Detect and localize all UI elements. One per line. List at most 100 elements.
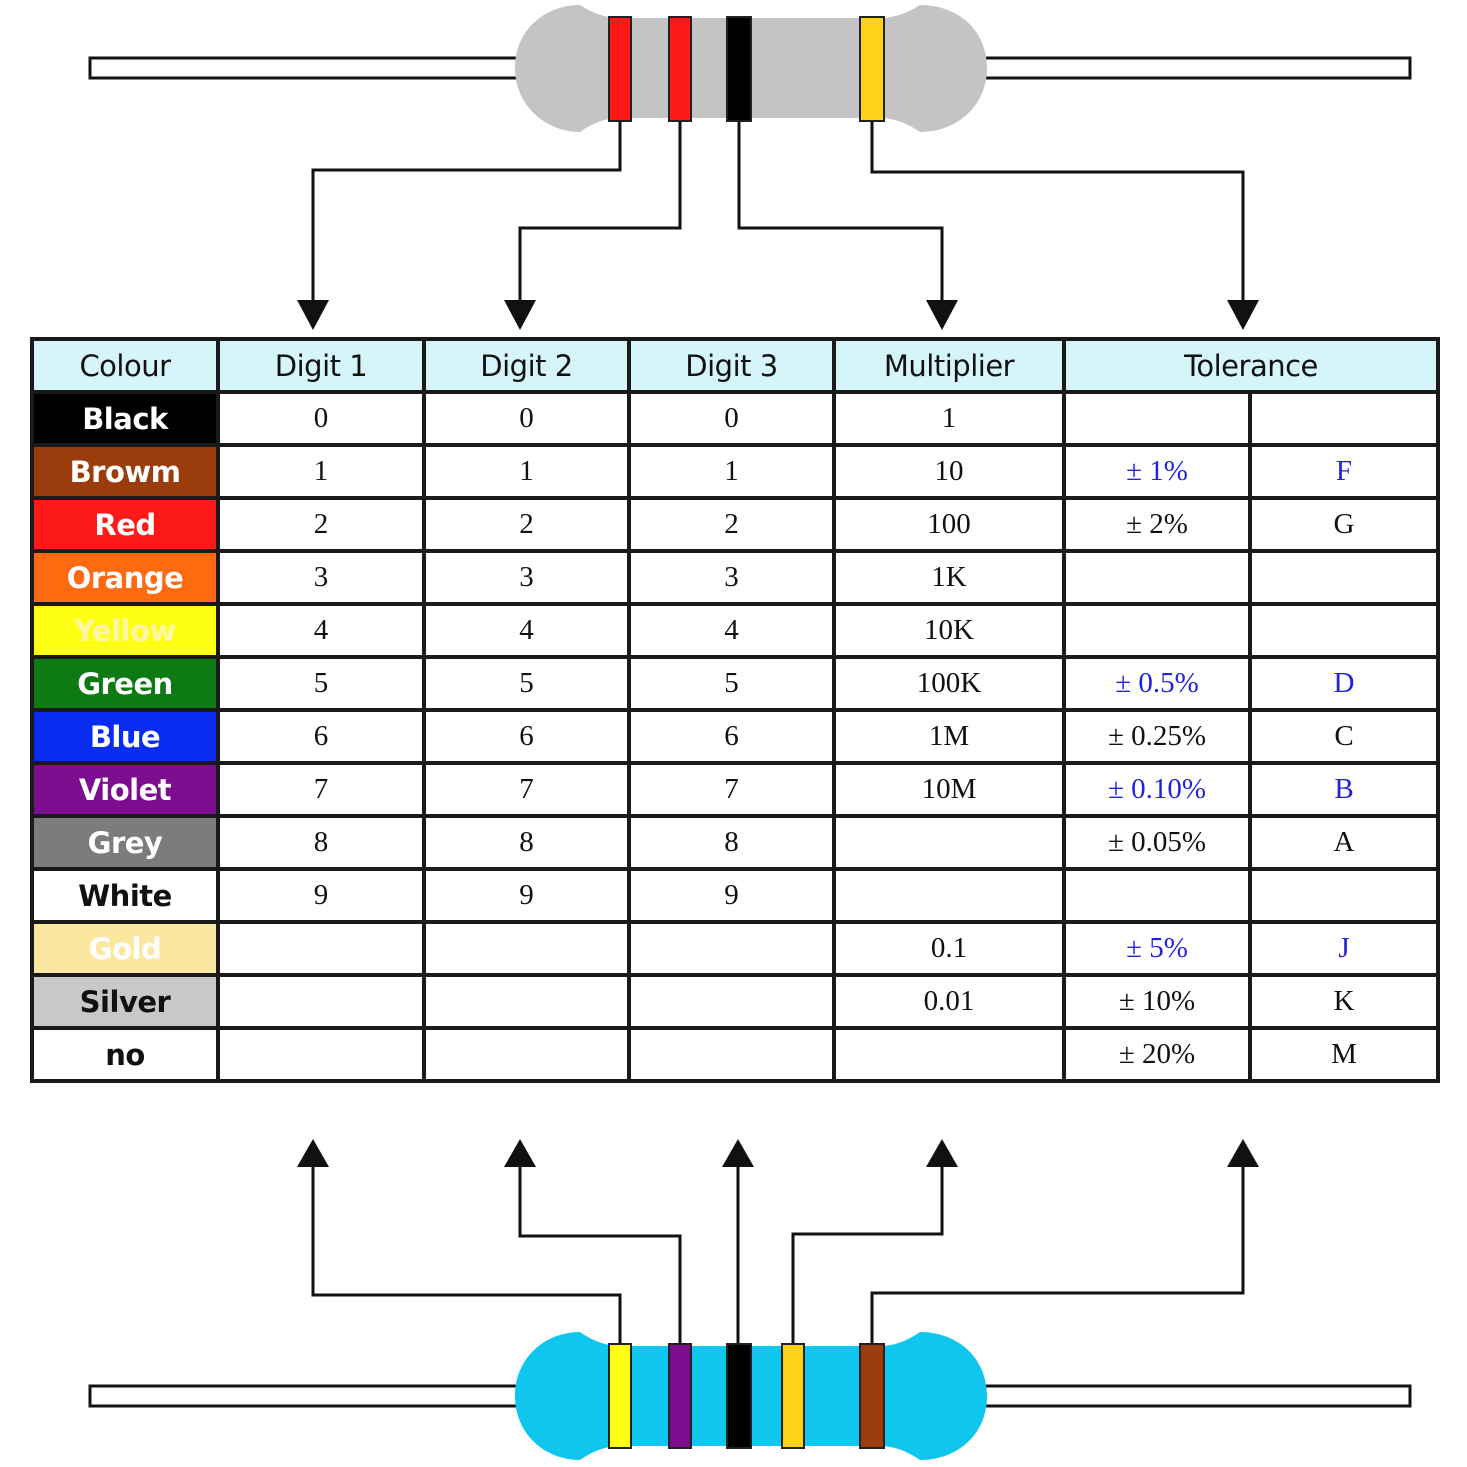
arrowhead-up	[926, 1139, 958, 1167]
tolerance-cell	[1062, 867, 1252, 924]
arrow-to-multiplier	[737, 122, 944, 304]
color-band	[781, 1343, 805, 1449]
colour-cell: White	[30, 867, 220, 924]
digit1-cell	[216, 973, 426, 1030]
arrow-to-digit2	[518, 1162, 682, 1345]
digit2-cell: 7	[422, 761, 631, 818]
digit1-cell: 7	[216, 761, 426, 818]
arrowhead-down	[297, 300, 329, 330]
digit3-cell: 3	[627, 549, 836, 606]
digit1-cell: 6	[216, 708, 426, 765]
arrowhead-up	[1227, 1139, 1259, 1167]
multiplier-cell: 100	[832, 496, 1066, 553]
tolerance-code-cell: F	[1248, 443, 1440, 500]
colour-cell: Red	[30, 496, 220, 553]
tolerance-cell: ± 0.05%	[1062, 814, 1252, 871]
multiplier-cell: 10	[832, 443, 1066, 500]
colour-cell: Silver	[30, 973, 220, 1030]
digit1-cell: 3	[216, 549, 426, 606]
colour-cell: Blue	[30, 708, 220, 765]
header-colour: Colour	[30, 337, 220, 394]
header-digit3: Digit 3	[627, 337, 836, 394]
colour-code-table: Colour Digit 1 Digit 2 Digit 3 Multiplie…	[30, 337, 1440, 1083]
tolerance-cell: ± 20%	[1062, 1026, 1252, 1083]
digit2-cell: 4	[422, 602, 631, 659]
colour-cell: Orange	[30, 549, 220, 606]
digit1-cell: 5	[216, 655, 426, 712]
digit2-cell	[422, 973, 631, 1030]
table-row: no± 20%M	[30, 1026, 1440, 1083]
digit3-cell: 5	[627, 655, 836, 712]
header-digit2: Digit 2	[422, 337, 631, 394]
colour-cell: no	[30, 1026, 220, 1083]
digit2-cell: 6	[422, 708, 631, 765]
multiplier-cell: 0.1	[832, 920, 1066, 977]
multiplier-cell: 100K	[832, 655, 1066, 712]
digit3-cell: 0	[627, 390, 836, 447]
arrowhead-up	[504, 1139, 536, 1167]
resistor-top	[88, 5, 1412, 132]
tolerance-code-cell	[1248, 390, 1440, 447]
tolerance-code-cell: G	[1248, 496, 1440, 553]
multiplier-cell: 10K	[832, 602, 1066, 659]
color-band	[668, 1343, 692, 1449]
tolerance-cell: ± 5%	[1062, 920, 1252, 977]
tolerance-cell	[1062, 549, 1252, 606]
digit2-cell: 0	[422, 390, 631, 447]
colour-cell: Green	[30, 655, 220, 712]
digit3-cell: 1	[627, 443, 836, 500]
digit2-cell: 1	[422, 443, 631, 500]
tolerance-code-cell: D	[1248, 655, 1440, 712]
tolerance-cell: ± 0.5%	[1062, 655, 1252, 712]
digit2-cell: 2	[422, 496, 631, 553]
color-band	[726, 16, 752, 122]
digit3-cell: 2	[627, 496, 836, 553]
colour-cell: Yellow	[30, 602, 220, 659]
tolerance-cell	[1062, 390, 1252, 447]
tolerance-cell: ± 0.25%	[1062, 708, 1252, 765]
multiplier-cell	[832, 814, 1066, 871]
lead-right	[968, 1384, 1412, 1408]
digit1-cell: 2	[216, 496, 426, 553]
digit3-cell: 6	[627, 708, 836, 765]
digit3-cell: 8	[627, 814, 836, 871]
bottom-arrowheads	[297, 1139, 1259, 1167]
digit1-cell: 1	[216, 443, 426, 500]
digit1-cell: 8	[216, 814, 426, 871]
digit1-cell	[216, 1026, 426, 1083]
color-band	[608, 16, 632, 122]
digit3-cell	[627, 1026, 836, 1083]
tolerance-cell: ± 10%	[1062, 973, 1252, 1030]
color-band	[859, 16, 885, 122]
digit3-cell: 9	[627, 867, 836, 924]
multiplier-cell: 1M	[832, 708, 1066, 765]
tolerance-code-cell: C	[1248, 708, 1440, 765]
multiplier-cell: 1K	[832, 549, 1066, 606]
bottom-connectors	[311, 1162, 1245, 1345]
digit3-cell	[627, 973, 836, 1030]
color-band	[859, 1343, 885, 1449]
multiplier-cell: 10M	[832, 761, 1066, 818]
digit2-cell	[422, 1026, 631, 1083]
digit2-cell: 9	[422, 867, 631, 924]
top-connectors	[311, 122, 1245, 304]
colour-cell: Browm	[30, 443, 220, 500]
tolerance-cell: ± 1%	[1062, 443, 1252, 500]
arrowhead-down	[504, 300, 536, 330]
arrow-to-tolerance	[870, 1162, 1245, 1345]
arrowhead-down	[1227, 300, 1259, 330]
digit1-cell: 0	[216, 390, 426, 447]
digit1-cell: 9	[216, 867, 426, 924]
color-band	[668, 16, 692, 122]
header-digit1: Digit 1	[216, 337, 426, 394]
digit2-cell: 5	[422, 655, 631, 712]
